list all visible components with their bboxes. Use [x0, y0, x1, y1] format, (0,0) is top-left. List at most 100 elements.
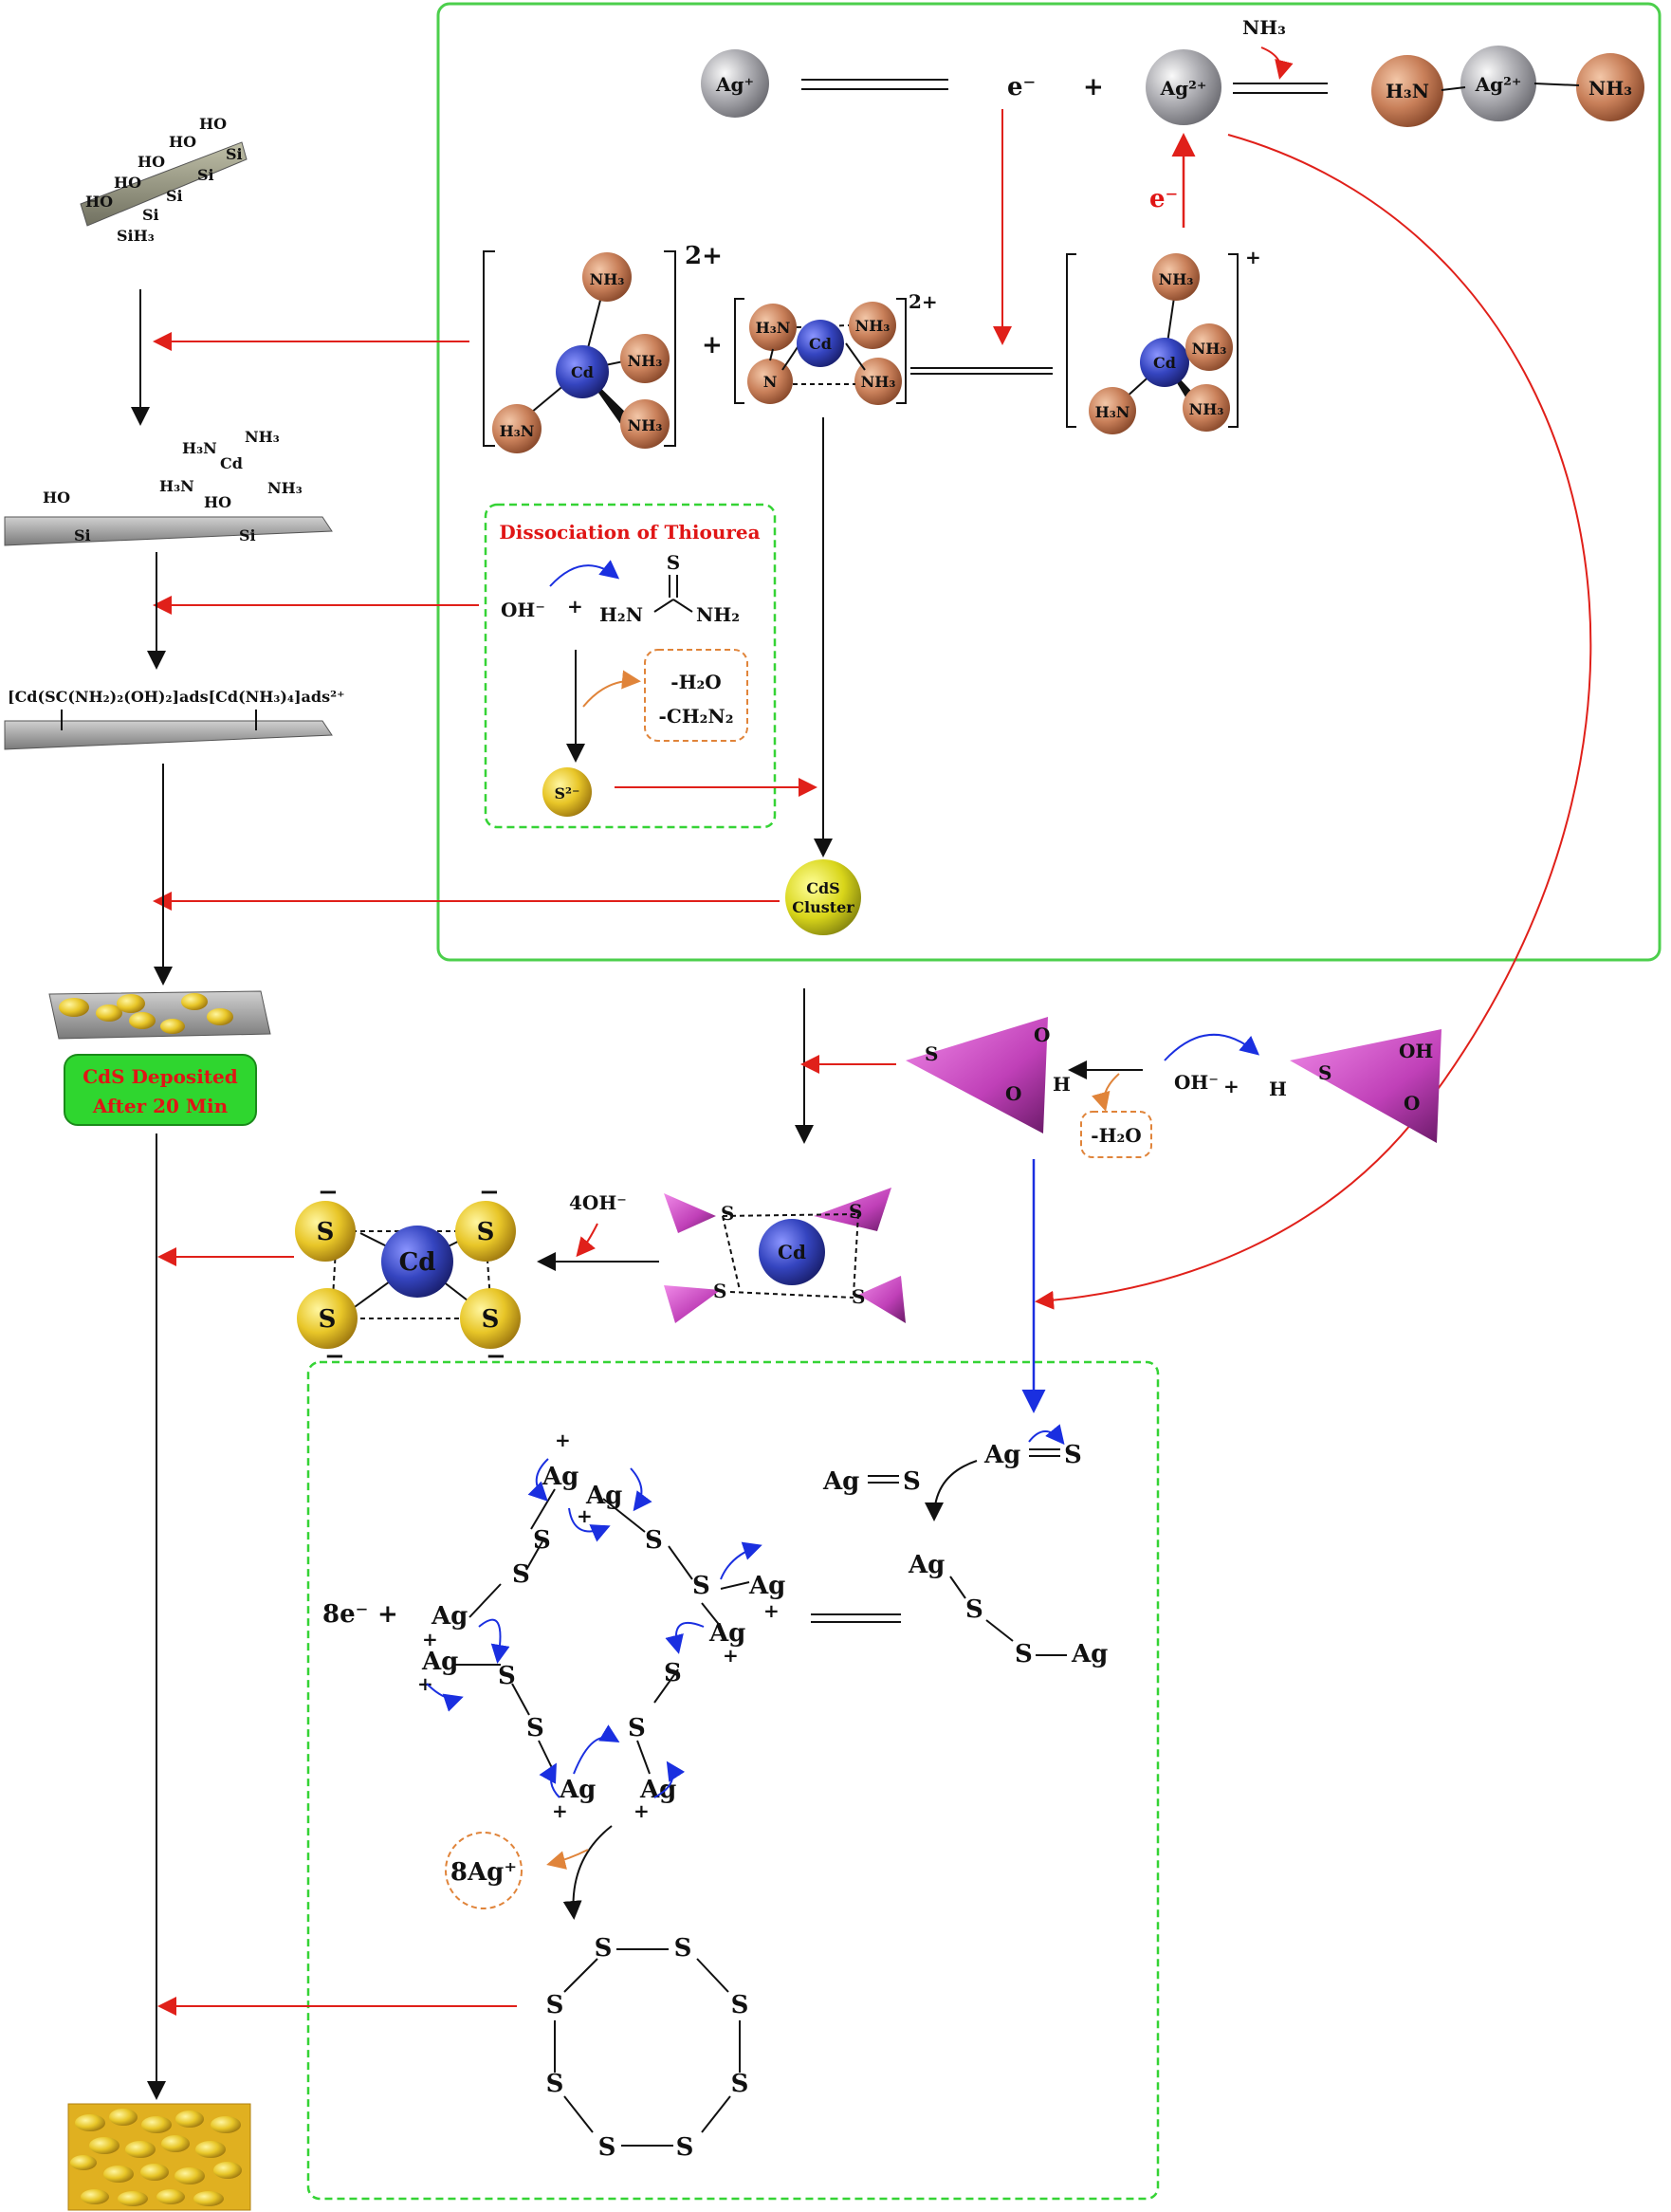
eight-electrons-label: 8e⁻ — [322, 1600, 368, 1629]
cds4-s-label-2: S — [477, 1218, 495, 1246]
mid-nh3-sphere-1 — [849, 302, 896, 349]
cds-cluster-label-1: CdS — [806, 879, 839, 897]
mpa-hydroxide-label: OH⁻ — [1174, 1071, 1219, 1094]
sub2-si-2: Si — [239, 526, 256, 544]
thiourea-h2n-label: H₂N — [599, 603, 643, 626]
silicon-substrate-3 — [4, 720, 333, 750]
cds-deposited-substrate — [48, 990, 271, 1040]
cds4-cd-sphere — [381, 1226, 453, 1298]
si-label-4: Si — [142, 206, 159, 224]
charge-2plus-middle: 2+ — [909, 290, 938, 313]
cds4-s-sphere-4 — [460, 1288, 521, 1349]
ags-blue-curl — [1028, 1424, 1065, 1446]
mid-n-sphere — [747, 359, 793, 404]
right-cd-label: Cd — [1153, 354, 1176, 372]
cd-sphere-left — [556, 345, 609, 398]
ag2plus-to-ag-s-arrow — [1035, 134, 1592, 1310]
cds-particles-dense — [70, 2109, 242, 2206]
ags-s-label-1: S — [903, 1467, 921, 1496]
s8-atom-3: S — [731, 1991, 749, 2019]
ring-s-2: S — [645, 1526, 663, 1555]
right-h3n-sphere — [1089, 387, 1136, 434]
thiourea-s-label: S — [667, 551, 680, 574]
sub2-nh3-1: NH₃ — [245, 428, 280, 446]
right-h3n-label: H₃N — [1095, 403, 1130, 421]
thiourea-blue-arrow — [549, 560, 620, 587]
ag-2plus-label: Ag²⁺ — [1160, 77, 1207, 100]
ag-2plus-sphere — [1146, 49, 1221, 125]
s8-atom-1: S — [595, 1934, 613, 1963]
ags-black-curve — [925, 1460, 978, 1521]
bracket-mid-close — [896, 298, 907, 404]
bracket-mid-open — [734, 298, 744, 404]
ring-plus-7: + — [552, 1799, 568, 1822]
thiolate-s-label-4: S — [852, 1285, 865, 1308]
s8-ring-bonds — [554, 1948, 741, 2147]
ag-s-ring-bonds — [455, 1488, 750, 1775]
cds4-minus-4: − — [486, 1342, 506, 1371]
ag-plus-sphere — [701, 49, 769, 118]
nh3-sphere-2 — [620, 334, 670, 383]
electron-label: e⁻ — [1007, 73, 1036, 101]
mid-nh3-label-2: NH₃ — [861, 373, 896, 391]
complex-nh3-right-sphere — [1576, 53, 1644, 121]
right-nh3-label-2: NH₃ — [1192, 340, 1227, 358]
ring-ag-7: Ag — [559, 1776, 596, 1804]
thiolate-s-label-1: S — [721, 1202, 734, 1225]
nh3-label-2: NH₃ — [628, 352, 663, 370]
charge-plus-right: + — [1245, 246, 1261, 268]
ring-s-7: S — [526, 1714, 544, 1742]
ags-ag-label-1: Ag — [822, 1467, 859, 1496]
si-ho-2: HO — [169, 133, 196, 151]
four-oh-label: 4OH⁻ — [569, 1191, 627, 1214]
thiourea-dashed-box — [484, 503, 777, 829]
thiourea-oh-label: OH⁻ — [501, 599, 545, 621]
silicon-substrate-2 — [4, 516, 333, 546]
ring-plus-2: + — [577, 1504, 593, 1527]
mpa-cone-deprotonated — [906, 1017, 1048, 1134]
ag2s2-ag-label-1: Ag — [908, 1551, 945, 1579]
cds4-s-sphere-1 — [295, 1201, 356, 1262]
cds4-minus-2: − — [479, 1178, 500, 1207]
cds-cluster-sphere — [785, 859, 861, 935]
complex-h3n-label: H₃N — [1386, 80, 1429, 102]
nh3-red-arrow — [1260, 46, 1294, 80]
right-nh3-sphere-1 — [1152, 253, 1200, 301]
ring-ag-1: Ag — [542, 1463, 578, 1491]
cds4-s-label-4: S — [482, 1305, 500, 1334]
si-label-2: Si — [197, 166, 214, 184]
deposit-label-box — [64, 1054, 257, 1126]
ring-plus-8: + — [634, 1799, 650, 1822]
sulfide-label: S²⁻ — [554, 784, 579, 802]
h3n-label-1: H₃N — [500, 422, 535, 440]
byproduct-orange-arrow — [582, 670, 641, 708]
complex-nh3-left-sphere — [1371, 55, 1443, 127]
sih3-label: SiH₃ — [117, 227, 155, 245]
mid-n-label: N — [763, 373, 778, 391]
s8-atom-8: S — [546, 1991, 564, 2019]
sub2-si-1: Si — [74, 526, 91, 544]
bracket-left-open — [483, 250, 495, 447]
sub2-cd: Cd — [220, 454, 243, 472]
mpa-o-label-3: O — [1404, 1092, 1420, 1115]
four-oh-red-arrow — [576, 1223, 598, 1258]
cds-particles-sparse — [59, 993, 233, 1034]
nh3-addition-label: NH₃ — [1242, 16, 1286, 39]
si-label-3: Si — [166, 187, 183, 205]
ring-plus-5: + — [417, 1672, 433, 1695]
mpa-plus: + — [1223, 1075, 1239, 1097]
silicon-substrate-1 — [80, 141, 248, 227]
right-nh3-sphere-3 — [1183, 384, 1230, 432]
si-ho-5: HO — [85, 193, 113, 211]
mpa-orange-arrow — [1092, 1073, 1120, 1112]
mpa-cone-protonated — [1290, 1029, 1441, 1143]
ring-ag-5: Ag — [421, 1648, 458, 1676]
ag-release-circle — [445, 1832, 523, 1909]
plus-sign: + — [1083, 73, 1104, 101]
thiourea-title: Dissociation of Thiourea — [499, 521, 760, 544]
ags-s-label-2: S — [1064, 1441, 1082, 1469]
ring-s-4: S — [692, 1572, 710, 1600]
ring-plus-4: + — [422, 1628, 438, 1650]
complex-ag-sphere — [1460, 46, 1536, 121]
byproduct-ch2n2-label: -CH₂N₂ — [659, 705, 734, 728]
